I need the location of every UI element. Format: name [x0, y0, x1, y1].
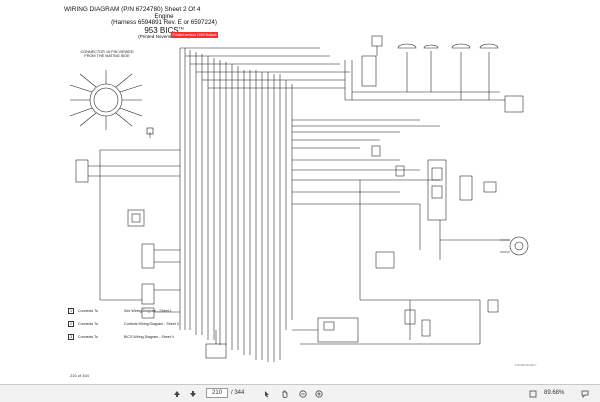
up-arrow-icon — [174, 390, 180, 397]
zoom-level[interactable]: 89.68% — [544, 390, 565, 396]
page-number: 210 of 344 — [70, 373, 89, 378]
wiring-schematic — [69, 35, 529, 362]
diagram-title: WIRING DIAGRAM (P/N 6724780) Sheet 2 Of … — [64, 6, 201, 13]
legend-row: 1 Connects To See Wiring Diagram - Sheet… — [68, 307, 172, 314]
zoom-in-button[interactable] — [314, 388, 324, 399]
top-right-components — [344, 35, 524, 113]
bottom-components — [205, 317, 359, 359]
comment-icon — [581, 390, 589, 398]
next-page-button[interactable] — [188, 388, 198, 399]
diagram-title-block: WIRING DIAGRAM (P/N 6724780) Sheet 2 Of … — [64, 6, 264, 40]
legend-description: BICS Wiring Diagram - Sheet 4 — [124, 334, 174, 339]
legend-box: 3 — [68, 333, 74, 340]
legend-connects-to: Connects To — [78, 321, 98, 326]
main-harness-bundle — [179, 47, 350, 362]
legend-description: Controls Wiring Diagram - Sheet 3 — [124, 321, 179, 326]
alternator — [500, 236, 529, 256]
harness-number: (Harness 6594891 Rev. E or 6597224) — [111, 19, 217, 27]
hand-tool-button[interactable] — [280, 388, 290, 399]
prev-page-button[interactable] — [172, 388, 182, 399]
zoom-in-icon — [315, 389, 323, 398]
diagram-subtitle: Engine — [154, 12, 174, 20]
hand-icon — [282, 390, 288, 398]
down-arrow-icon — [190, 390, 196, 397]
connector-view-label: CONNECTOR 16 PIN VIEWED FROM THE MATING … — [80, 50, 134, 59]
callout-box — [146, 127, 154, 135]
select-icon — [265, 390, 269, 397]
legend-connects-to: Connects To — [78, 308, 98, 313]
printed-date: (Printed November 1999) — [138, 34, 190, 40]
legend-row: 3 Connects To BICS Wiring Diagram - Shee… — [68, 333, 174, 340]
footnote: 6724780 MG/WD 2 — [515, 364, 537, 367]
right-harness — [292, 119, 510, 345]
legend-row: 2 Connects To Controls Wiring Diagram - … — [68, 320, 179, 327]
comment-button[interactable] — [580, 388, 590, 399]
left-connectors — [75, 149, 180, 319]
model-text: 953 BICS — [144, 25, 179, 35]
tools-icon — [529, 390, 537, 397]
red-stamp: Printed version 1999 Bobcat — [171, 32, 218, 38]
pdf-toolbar: 210 / 344 89.68% — [0, 384, 600, 402]
legend-description: See Wiring Diagram - Sheet 1 — [124, 308, 172, 313]
connector-16-pin — [69, 70, 143, 130]
zoom-menu-button[interactable] — [528, 388, 538, 399]
model-name: 953 BICSTM — [64, 25, 264, 35]
page-total: / 344 — [231, 390, 245, 396]
legend-box: 1 — [68, 307, 74, 314]
trademark-mark: TM — [178, 26, 184, 31]
zoom-out-icon — [299, 389, 307, 398]
zoom-out-button[interactable] — [298, 388, 308, 399]
document-page: WIRING DIAGRAM (P/N 6724780) Sheet 2 Of … — [64, 6, 537, 378]
legend-box: 2 — [68, 320, 74, 327]
legend-connects-to: Connects To — [78, 334, 98, 339]
select-tool-button[interactable] — [262, 388, 272, 399]
page-number-input[interactable]: 210 — [206, 388, 228, 398]
